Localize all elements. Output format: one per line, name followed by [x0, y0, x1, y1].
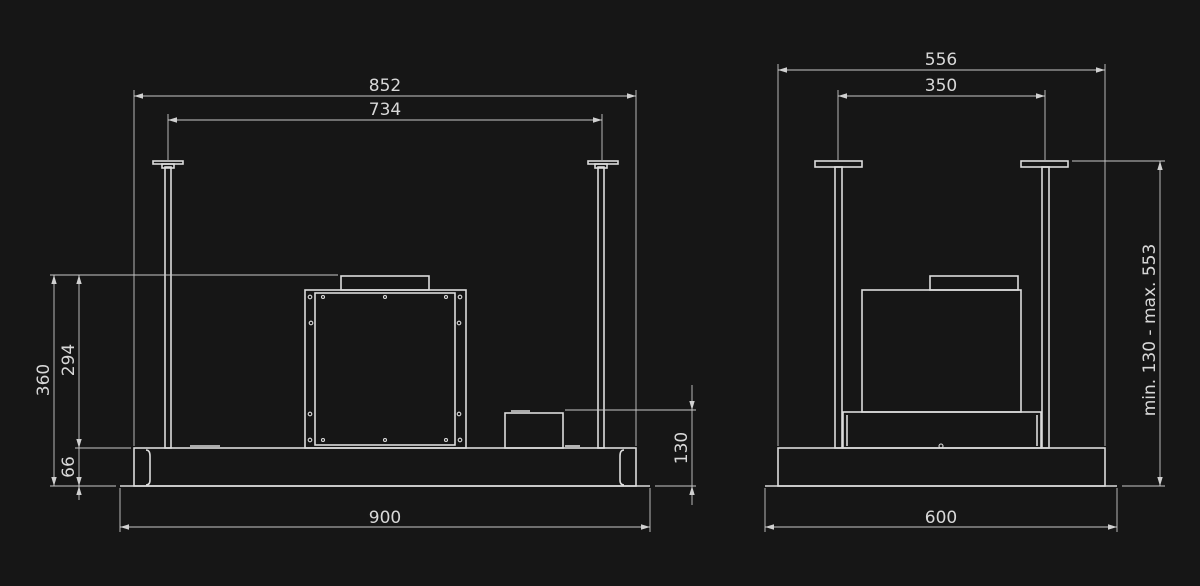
dimension-label: 66: [59, 456, 79, 478]
suspension-rod-left: [152, 160, 184, 449]
dimension-900: 900: [119, 488, 651, 532]
dimension-600: 600: [764, 488, 1118, 532]
dimension-label: 350: [925, 76, 957, 96]
dimension-734: 734: [167, 100, 603, 160]
dimension-130: 130: [565, 385, 696, 505]
dimension-label: 556: [925, 50, 957, 70]
dimension-556: 556: [777, 50, 1106, 446]
hood-body-front: [120, 445, 650, 487]
dimension-852: 852: [133, 76, 637, 446]
dimension-label: 130: [672, 432, 692, 464]
dimension-350: 350: [837, 76, 1046, 160]
suspension-rod-left: [814, 160, 863, 449]
control-box-front: [504, 410, 564, 449]
dimension-label: min. 130 - max. 553: [1140, 244, 1160, 417]
screws: [307, 294, 463, 443]
dimension-66: 66: [59, 448, 82, 500]
dimension-label: 900: [369, 508, 401, 528]
motor-housing-side: [842, 275, 1042, 449]
dimension-label: 360: [34, 364, 54, 396]
hood-body-side: [765, 443, 1117, 487]
dimension-label: 600: [925, 508, 957, 528]
suspension-rod-right: [587, 160, 619, 449]
dimension-label: 734: [369, 100, 401, 120]
front-view: 900 852 734 360 294 66: [34, 76, 696, 532]
dimension-label: 294: [59, 344, 79, 376]
side-view: 600 556 350 min. 130 - max. 553: [764, 50, 1165, 532]
dimension-360: 360: [34, 274, 338, 487]
motor-housing-front: [304, 275, 467, 449]
dimension-suspension-range: min. 130 - max. 553: [1072, 160, 1165, 487]
suspension-rod-right: [1020, 160, 1069, 449]
dimension-label: 852: [369, 76, 401, 96]
dimension-294: 294: [59, 275, 131, 449]
